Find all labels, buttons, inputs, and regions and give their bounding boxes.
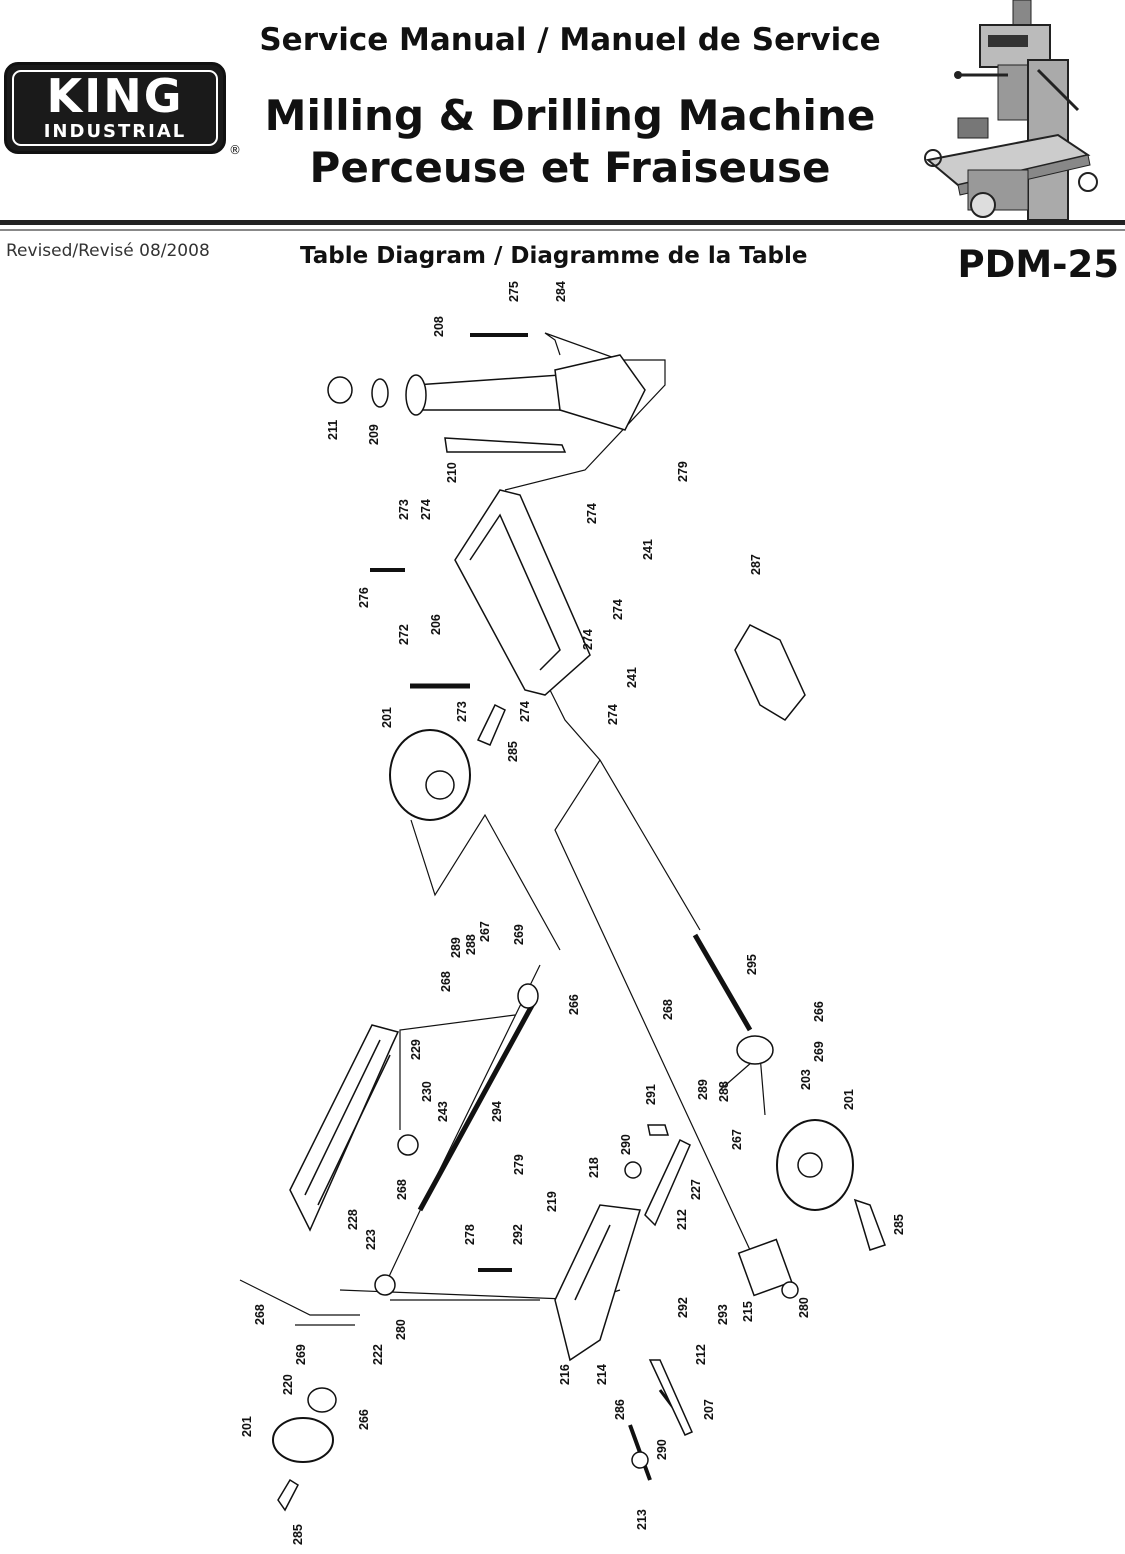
leader-lines [239, 332, 766, 1481]
part-label-275: 275 [507, 281, 521, 302]
part-label-268: 268 [439, 971, 453, 992]
part-label-269: 269 [512, 924, 526, 945]
part-label-208: 208 [432, 316, 446, 337]
part-label-269: 269 [812, 1041, 826, 1062]
part-label-267: 267 [478, 921, 492, 942]
part-label-273: 273 [397, 499, 411, 520]
revision-date: Revised/Revisé 08/2008 [6, 241, 210, 261]
part-label-220: 220 [281, 1374, 295, 1395]
part-label-289: 289 [696, 1079, 710, 1100]
part-label-274: 274 [611, 599, 625, 620]
part-label-201: 201 [240, 1416, 254, 1437]
service-manual-heading: Service Manual / Manuel de Service [259, 22, 881, 58]
part-label-228: 228 [346, 1209, 360, 1230]
part-label-269: 269 [294, 1344, 308, 1365]
part-label-285: 285 [291, 1524, 305, 1545]
machine-title: Milling & Drilling Machine Perceuse et F… [240, 90, 900, 194]
part-label-288: 288 [717, 1081, 731, 1102]
part-label-268: 268 [661, 999, 675, 1020]
part-label-279: 279 [676, 461, 690, 482]
part-label-274: 274 [585, 503, 599, 524]
part-label-216: 216 [558, 1364, 572, 1385]
part-label-280: 280 [797, 1297, 811, 1318]
diagram-subtitle: Table Diagram / Diagramme de la Table [300, 243, 808, 269]
part-label-274: 274 [419, 499, 433, 520]
part-label-214: 214 [595, 1364, 609, 1385]
part-label-268: 268 [253, 1304, 267, 1325]
part-label-268: 268 [395, 1179, 409, 1200]
part-label-230: 230 [420, 1081, 434, 1102]
part-label-273: 273 [455, 701, 469, 722]
part-label-288: 288 [464, 934, 478, 955]
part-label-292: 292 [676, 1297, 690, 1318]
part-label-201: 201 [842, 1089, 856, 1110]
part-label-272: 272 [397, 624, 411, 645]
part-label-274: 274 [606, 704, 620, 725]
part-label-294: 294 [490, 1101, 504, 1122]
registered-mark: ® [229, 143, 241, 157]
part-label-227: 227 [689, 1179, 703, 1200]
part-label-266: 266 [812, 1001, 826, 1022]
part-label-212: 212 [694, 1344, 708, 1365]
part-label-279: 279 [512, 1154, 526, 1175]
part-number-labels: 275 284 208 211 209 210 279 273 274 274 241 276 206 2… [240, 281, 906, 1545]
part-label-219: 219 [545, 1191, 559, 1212]
part-label-292: 292 [511, 1224, 525, 1245]
milling-machine-illustration [924, 0, 1098, 221]
logo-subword: INDUSTRIAL [43, 121, 187, 142]
part-label-289: 289 [449, 937, 463, 958]
model-number: PDM-25 [957, 243, 1120, 286]
part-label-229: 229 [409, 1039, 423, 1060]
part-label-213: 213 [635, 1509, 649, 1530]
part-label-210: 210 [445, 462, 459, 483]
part-label-206: 206 [429, 614, 443, 635]
part-label-211: 211 [326, 420, 340, 440]
part-label-222: 222 [371, 1344, 385, 1365]
header-rule [0, 220, 1125, 225]
part-label-284: 284 [554, 281, 568, 302]
part-label-287: 287 [749, 554, 763, 575]
part-label-241: 241 [641, 539, 655, 560]
part-label-280: 280 [394, 1319, 408, 1340]
part-label-295: 295 [745, 954, 759, 975]
part-label-212: 212 [675, 1209, 689, 1230]
part-label-241: 241 [625, 667, 639, 688]
part-label-290: 290 [619, 1134, 633, 1155]
header-rule-thin [0, 229, 1125, 231]
part-label-215: 215 [741, 1301, 755, 1322]
part-label-223: 223 [364, 1229, 378, 1250]
part-label-218: 218 [587, 1157, 601, 1178]
part-label-266: 266 [357, 1409, 371, 1430]
part-label-274: 274 [581, 629, 595, 650]
part-label-291: 291 [644, 1084, 658, 1105]
part-label-201: 201 [380, 707, 394, 728]
part-label-276: 276 [357, 587, 371, 608]
part-label-209: 209 [367, 424, 381, 445]
part-label-286: 286 [613, 1399, 627, 1420]
part-label-243: 243 [436, 1101, 450, 1122]
part-label-290: 290 [655, 1439, 669, 1460]
part-label-285: 285 [892, 1214, 906, 1235]
machine-title-fr: Perceuse et Fraiseuse [309, 143, 831, 192]
machine-title-en: Milling & Drilling Machine [264, 91, 876, 140]
king-industrial-logo: KING INDUSTRIAL [4, 62, 226, 154]
logo-word: KING [46, 69, 184, 123]
part-label-267: 267 [730, 1129, 744, 1150]
part-label-278: 278 [463, 1224, 477, 1245]
part-label-207: 207 [702, 1399, 716, 1420]
parts-drawings [272, 354, 886, 1512]
part-label-274: 274 [518, 701, 532, 722]
part-label-203: 203 [799, 1069, 813, 1090]
part-label-285: 285 [506, 741, 520, 762]
part-label-293: 293 [716, 1304, 730, 1325]
part-label-266: 266 [567, 994, 581, 1015]
